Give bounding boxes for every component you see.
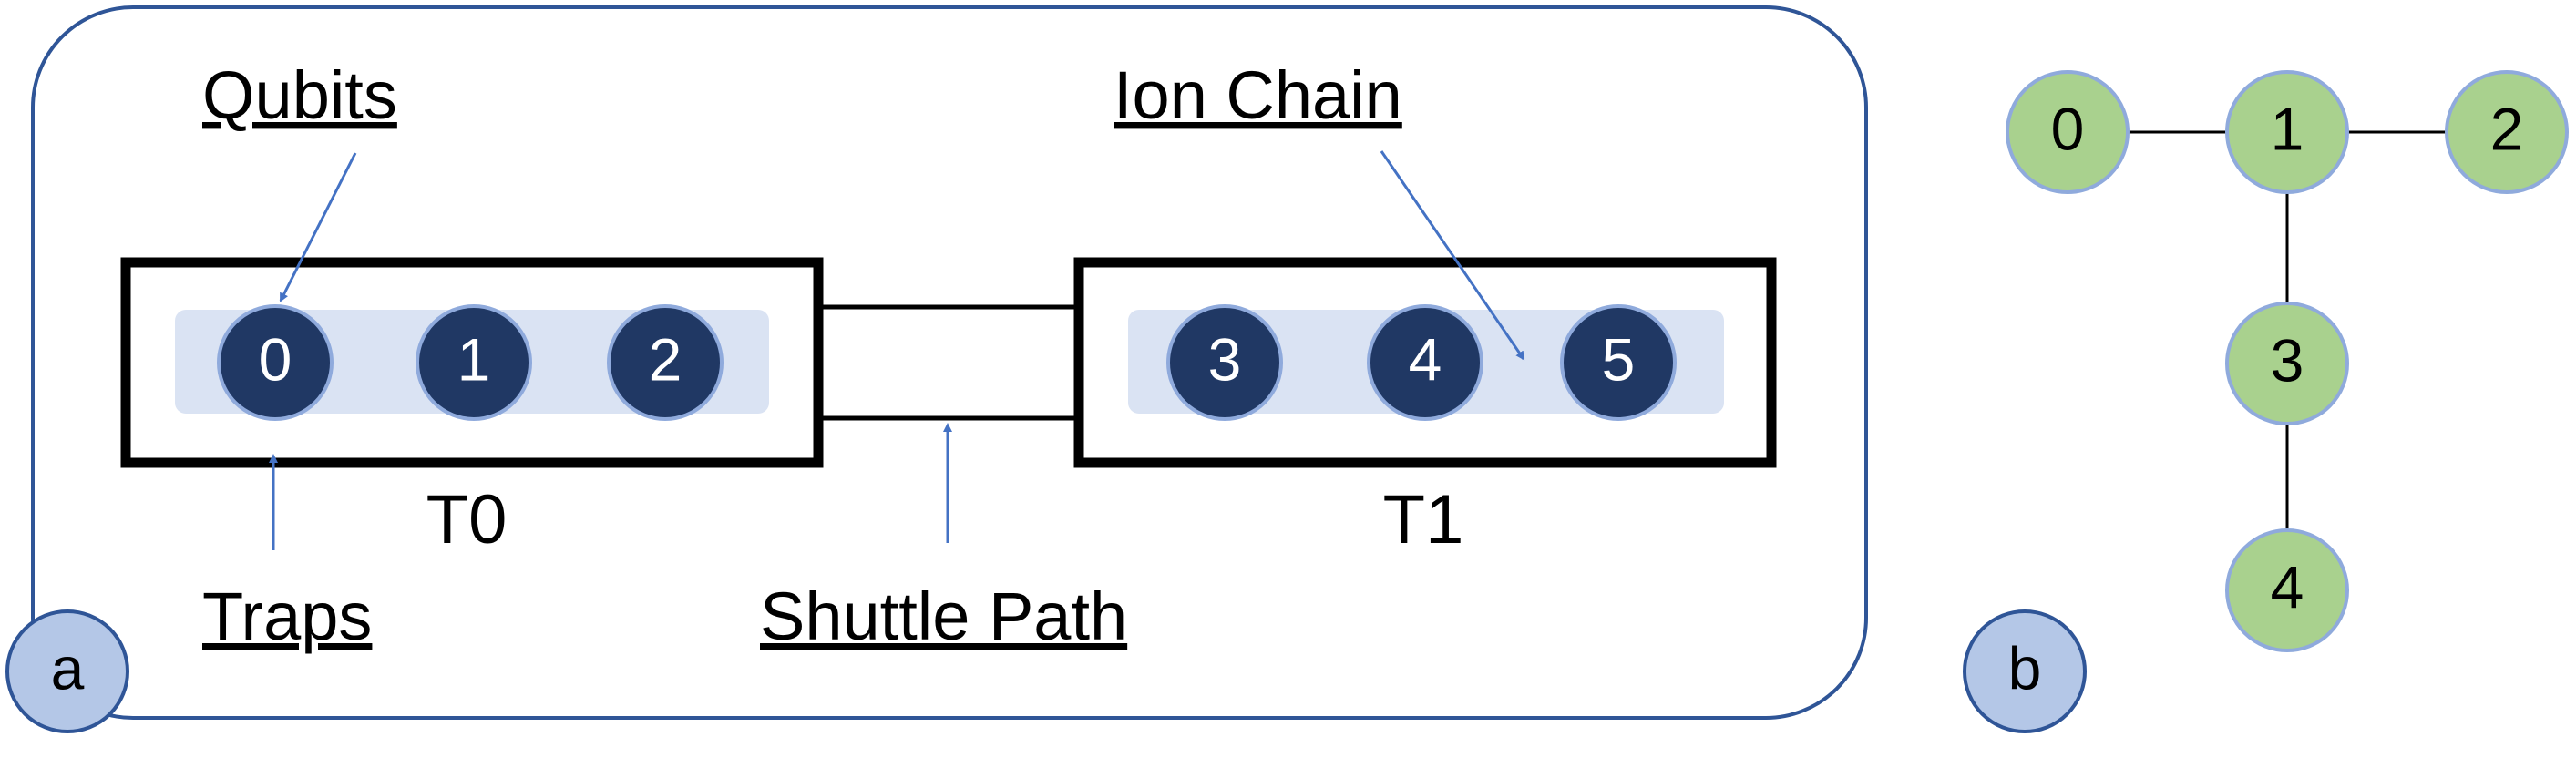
ion-0-label: 0 [259, 325, 292, 393]
node-4: 4 [2225, 528, 2349, 652]
node-2: 2 [2445, 70, 2569, 194]
ion-5-circle [1560, 304, 1677, 421]
panel-b-letter: b [2008, 634, 2042, 701]
ion-2-label: 2 [649, 325, 682, 393]
node-4-circle [2225, 528, 2349, 652]
panel-b-badge-circle [1963, 609, 2087, 733]
ion-1-circle [416, 304, 532, 421]
panel-b: 0 1 2 3 4 b [1963, 70, 2569, 733]
panel-a-frame [31, 5, 1868, 720]
ion-5: 5 [1560, 304, 1677, 421]
trap-t1: 3 4 5 T1 [1073, 257, 1777, 558]
trap-t0: 0 1 2 T0 [120, 257, 824, 558]
node-2-circle [2445, 70, 2569, 194]
ion-4-label: 4 [1409, 325, 1442, 393]
ion-4: 4 [1367, 304, 1483, 421]
ion-3: 3 [1166, 304, 1283, 421]
trap-t1-label: T1 [1383, 481, 1464, 558]
panel-a-badge-circle [5, 609, 129, 733]
ion-1-label: 1 [457, 325, 491, 393]
ion-5-label: 5 [1602, 325, 1636, 393]
qubits-arrow [279, 152, 357, 302]
node-2-label: 2 [2490, 95, 2524, 162]
node-1-label: 1 [2271, 95, 2304, 162]
node-3-circle [2225, 302, 2349, 425]
node-3: 3 [2225, 302, 2349, 425]
ion-0: 0 [217, 304, 334, 421]
node-1: 1 [2225, 70, 2349, 194]
panel-b-badge: b [1963, 609, 2087, 733]
qubits-callout: Qubits [202, 57, 397, 133]
node-4-label: 4 [2271, 553, 2304, 620]
panel-a: 0 1 2 T0 3 4 [5, 5, 1868, 733]
node-0: 0 [2006, 70, 2130, 194]
ion-3-label: 3 [1208, 325, 1242, 393]
ion-2-circle [607, 304, 724, 421]
ion-4-circle [1367, 304, 1483, 421]
traps-callout: Traps [202, 579, 372, 654]
panel-a-badge: a [5, 609, 129, 733]
node-3-label: 3 [2271, 326, 2304, 394]
node-0-label: 0 [2051, 95, 2085, 162]
ion-chain-callout: Ion Chain [1114, 57, 1402, 133]
shuttle-path-callout: Shuttle Path [760, 579, 1127, 654]
node-1-circle [2225, 70, 2349, 194]
node-0-circle [2006, 70, 2130, 194]
ion-2: 2 [607, 304, 724, 421]
ion-chain-arrow [1380, 150, 1525, 361]
ion-0-circle [217, 304, 334, 421]
trap-t0-label: T0 [426, 481, 508, 558]
panel-a-letter: a [51, 634, 85, 701]
ion-3-circle [1166, 304, 1283, 421]
ion-1: 1 [416, 304, 532, 421]
